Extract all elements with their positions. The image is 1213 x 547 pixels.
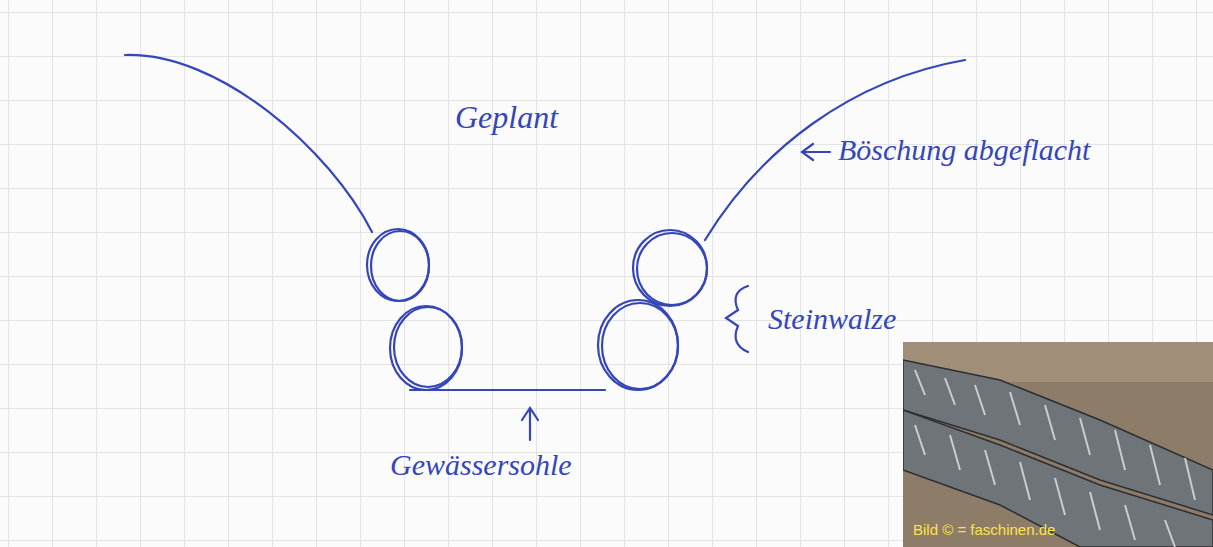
stone-roll [637,233,707,305]
photo-ground [903,342,1213,547]
part-name: Gewässersohle [390,448,572,481]
stone-roll [371,231,429,301]
gabion-stones [915,370,1195,547]
copyright-note: Bild © = faschinen.de [913,522,1055,539]
left-slope [125,55,372,232]
stone-roll [367,229,429,301]
stone-roll [633,230,707,306]
channel-bed [410,389,605,391]
stone-roll [598,300,678,390]
stone-roll [602,303,678,389]
bracket [726,286,748,352]
bed-arrow [522,408,538,440]
slope-arrow [802,144,830,160]
part-name: Steinwalze [768,302,896,335]
gabion-rolls [903,360,1213,547]
channel-drawing [125,55,965,440]
slope-note: Böschung abgeflacht [838,133,1090,166]
stone-roll [390,306,462,390]
stone-roll [394,307,462,387]
gabion-photo [903,342,1213,547]
heading-note: Geplant [455,100,558,135]
